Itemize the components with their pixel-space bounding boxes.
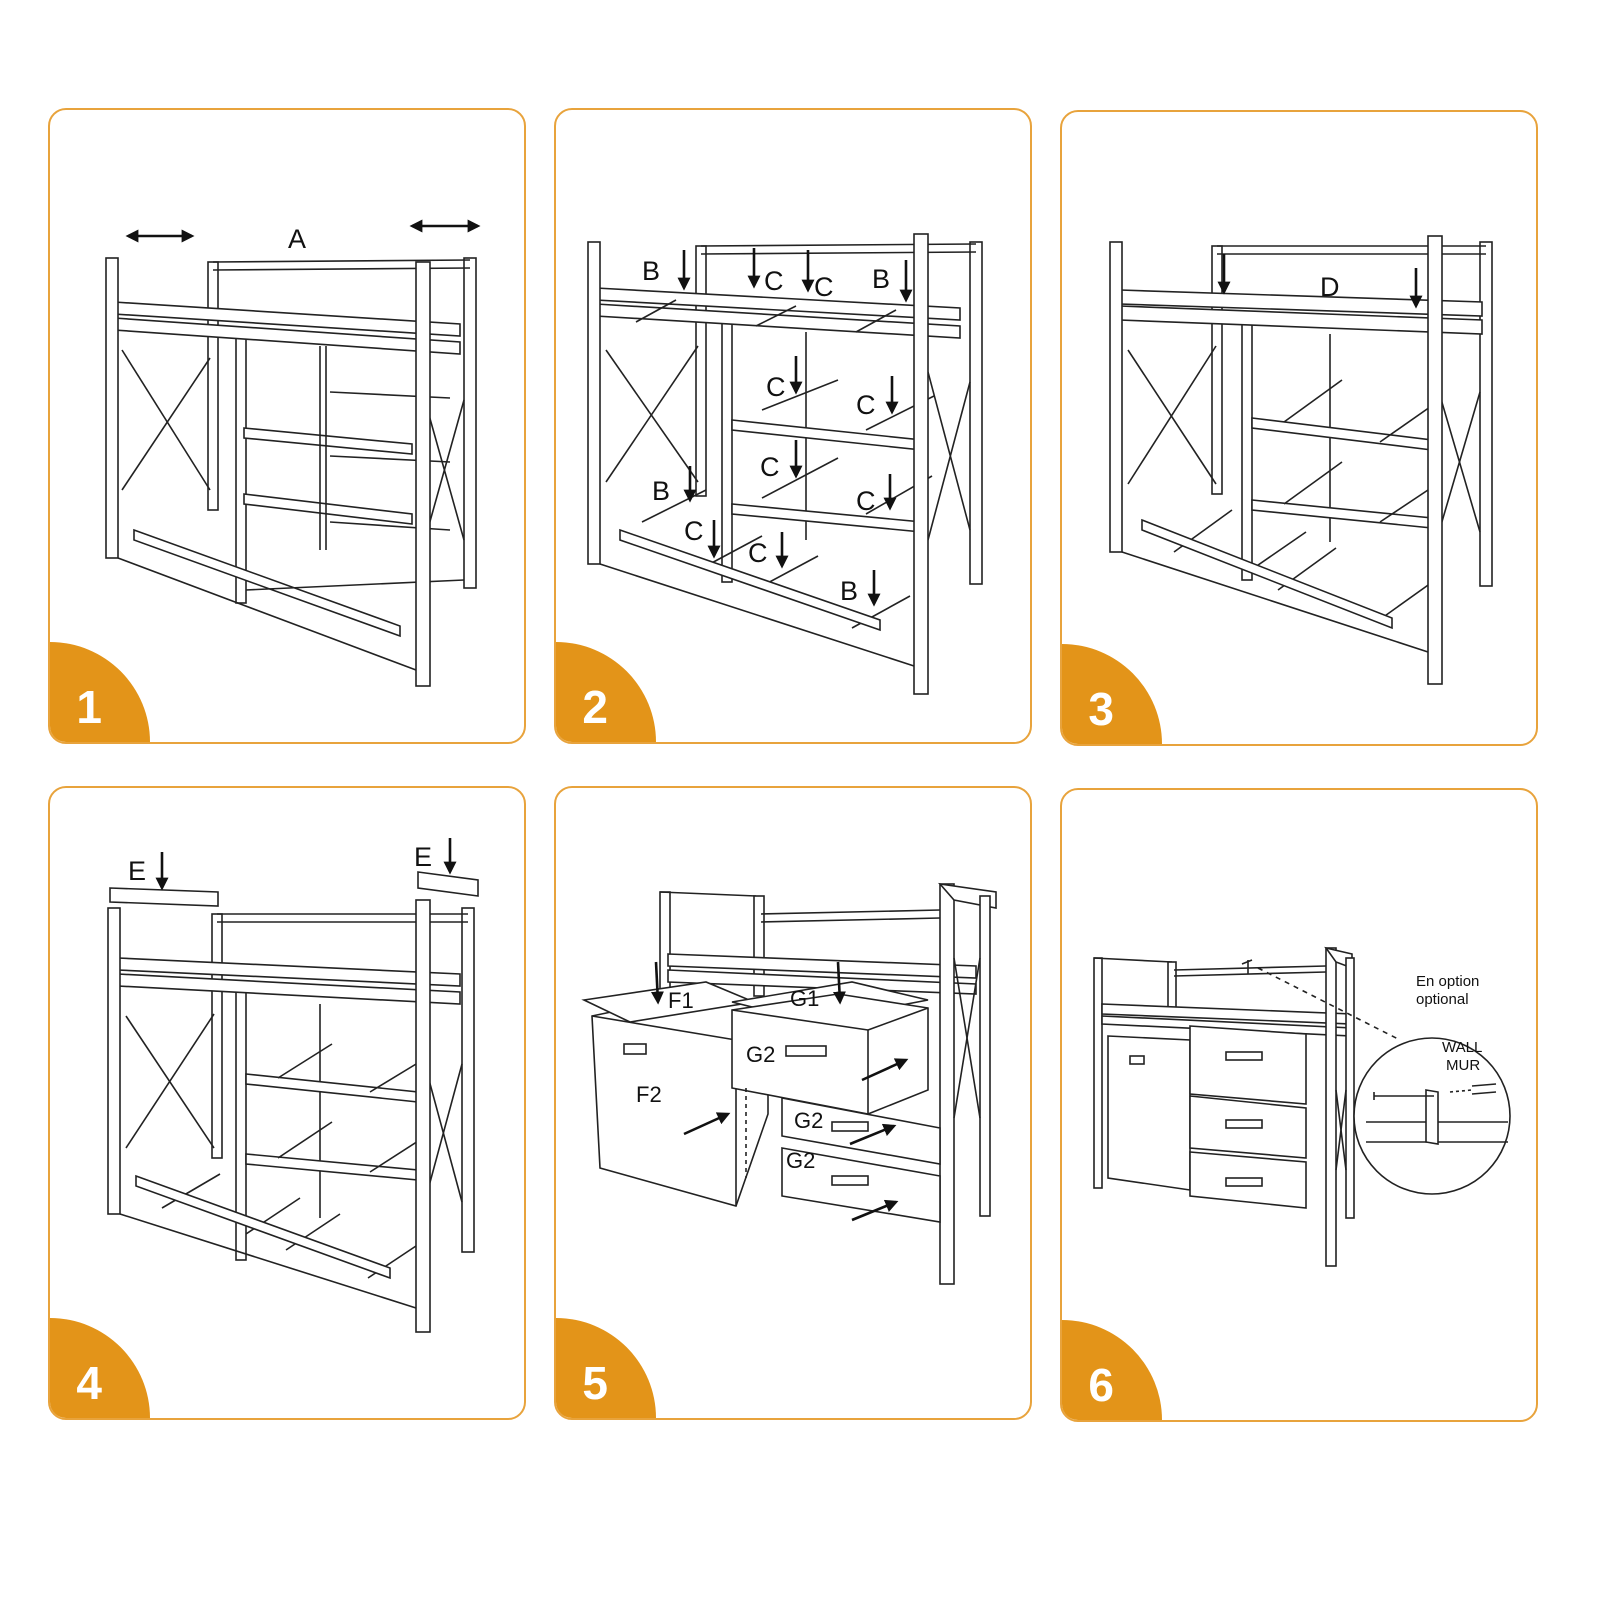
part-label-c: C (684, 516, 704, 546)
insert-arrows (677, 248, 913, 607)
step-number: 1 (76, 681, 102, 733)
insert-arrows (155, 838, 457, 891)
part-label-c: C (856, 390, 876, 420)
part-label-c: C (814, 272, 834, 302)
part-label-c: C (766, 372, 786, 402)
part-label-b: B (840, 576, 858, 606)
cabinet-drawing (1093, 946, 1401, 1267)
step-panel-6: En option optional WALL MUR 6 (1060, 788, 1538, 1422)
step-panel-4: E E 4 (48, 786, 526, 1420)
part-label-f1: F1 (668, 988, 694, 1013)
shelf-frame-diagram-3: D (1109, 235, 1493, 685)
step-number: 3 (1088, 683, 1114, 735)
part-label-c: C (764, 266, 784, 296)
frame-drawing (587, 233, 983, 695)
shelf-frame-diagram-2: B C C B C C C C B C C B (587, 233, 983, 695)
spread-arrows (125, 219, 481, 243)
frame-drawing (107, 871, 479, 1333)
step-panel-5: F1 G1 G2 F2 G2 G2 5 (554, 786, 1032, 1420)
part-label-e: E (128, 856, 146, 886)
step-panel-1: A 1 (48, 108, 526, 744)
wall-detail-magnifier (1353, 1037, 1511, 1195)
optional-label-en: optional (1416, 991, 1469, 1008)
shelf-frame-diagram-1: A (105, 219, 481, 687)
part-label-b: B (872, 264, 890, 294)
part-label-f2: F2 (636, 1082, 662, 1107)
frame-drawing (1109, 235, 1493, 685)
frame-drawing (105, 257, 477, 687)
part-label-g1: G1 (790, 986, 819, 1011)
step-number: 6 (1088, 1359, 1114, 1411)
part-label-g2: G2 (794, 1108, 823, 1133)
finished-cabinet-diagram-6: En option optional WALL MUR (1093, 946, 1511, 1267)
part-label-g2: G2 (746, 1042, 775, 1067)
step-panel-3: D 3 (1060, 110, 1538, 746)
insert-arrows (650, 961, 909, 1222)
part-label-b: B (642, 256, 660, 286)
part-label-b: B (652, 476, 670, 506)
part-label-g2: G2 (786, 1148, 815, 1173)
wall-label-fr: MUR (1446, 1057, 1480, 1074)
part-label-a: A (288, 224, 306, 254)
step-panel-2: B C C B C C C C B C C B 2 (554, 108, 1032, 744)
insert-arrows (1217, 254, 1423, 309)
part-label-e: E (414, 842, 432, 872)
step-number: 4 (76, 1357, 102, 1409)
cabinet-drawers-diagram-5: F1 G1 G2 F2 G2 G2 (581, 882, 997, 1285)
step-number: 5 (582, 1357, 608, 1409)
part-label-d: D (1320, 272, 1340, 302)
part-label-c: C (748, 538, 768, 568)
part-label-c: C (760, 452, 780, 482)
shelf-frame-diagram-4: E E (107, 838, 479, 1333)
step-number: 2 (582, 681, 608, 733)
frame-drawing (659, 882, 997, 1285)
optional-label-fr: En option (1416, 973, 1479, 990)
step-badge-1: 1 (50, 642, 150, 742)
part-label-c: C (856, 486, 876, 516)
wall-label-en: WALL (1442, 1039, 1482, 1056)
drawers (581, 981, 941, 1223)
